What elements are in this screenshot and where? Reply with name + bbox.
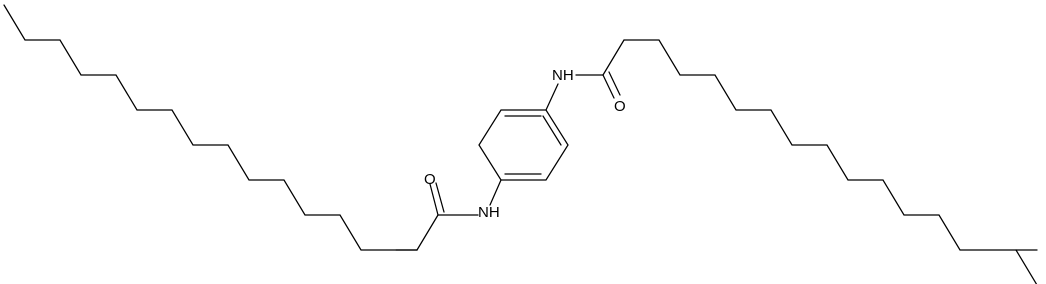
amide-n-top-label: NH [552, 67, 574, 84]
amide-n-bottom-label: NH [478, 204, 500, 221]
amide-o-bottom-label: O [424, 171, 436, 188]
left-amide-group [416, 182, 479, 251]
right-amide-group [575, 39, 625, 99]
left-alkyl-chain [3, 4, 418, 251]
benzene-ring [478, 109, 569, 181]
ring-nitrogen-bonds [489, 83, 559, 206]
amide-o-top-label: O [614, 98, 626, 115]
right-alkyl-chain [623, 39, 1038, 284]
